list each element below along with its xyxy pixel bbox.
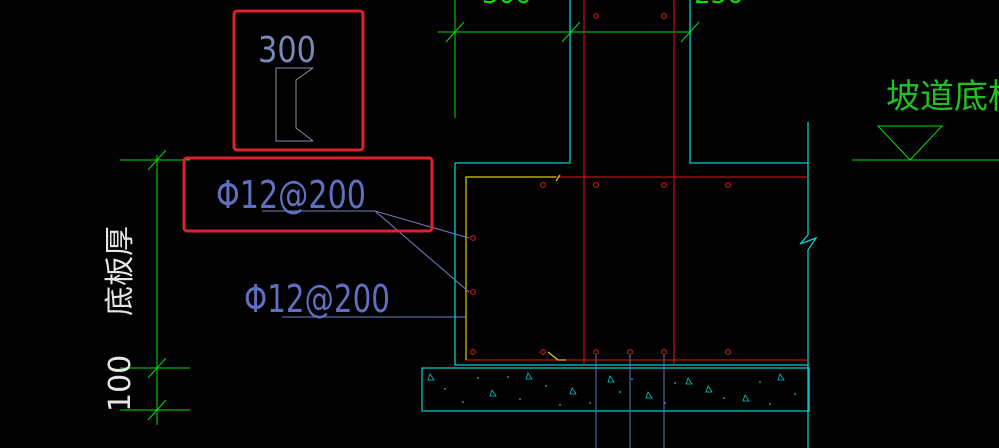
- ramp-floor-label: 坡道底板面: [886, 77, 999, 117]
- rebar-spec-lower-label: Φ12@200: [244, 277, 390, 321]
- dimension-top-left-partial: 300: [482, 0, 532, 10]
- vertical-bars-blue: [595, 355, 665, 448]
- concrete-outline: [454, 0, 818, 448]
- stirrup-hooks: [465, 174, 566, 361]
- highlight-hook-length: [232, 9, 365, 152]
- slab-thickness-label: 底板厚: [103, 226, 138, 316]
- highlight-boxes: [182, 9, 434, 233]
- dimension-lines: [120, 0, 999, 425]
- hook-detail-symbol: [275, 67, 314, 142]
- hook-length-label: 300: [258, 30, 316, 71]
- main-rebar: [466, 0, 808, 365]
- leader-lines: [262, 210, 470, 318]
- concrete-cushion: [421, 367, 810, 412]
- dimension-top-right-partial: 250: [694, 0, 744, 10]
- cushion-thickness-label: 100: [103, 355, 138, 412]
- rebar-dots: [470, 13, 731, 355]
- rebar-spec-upper-label: Φ12@200: [216, 173, 366, 217]
- highlight-rebar-spec: [182, 156, 434, 233]
